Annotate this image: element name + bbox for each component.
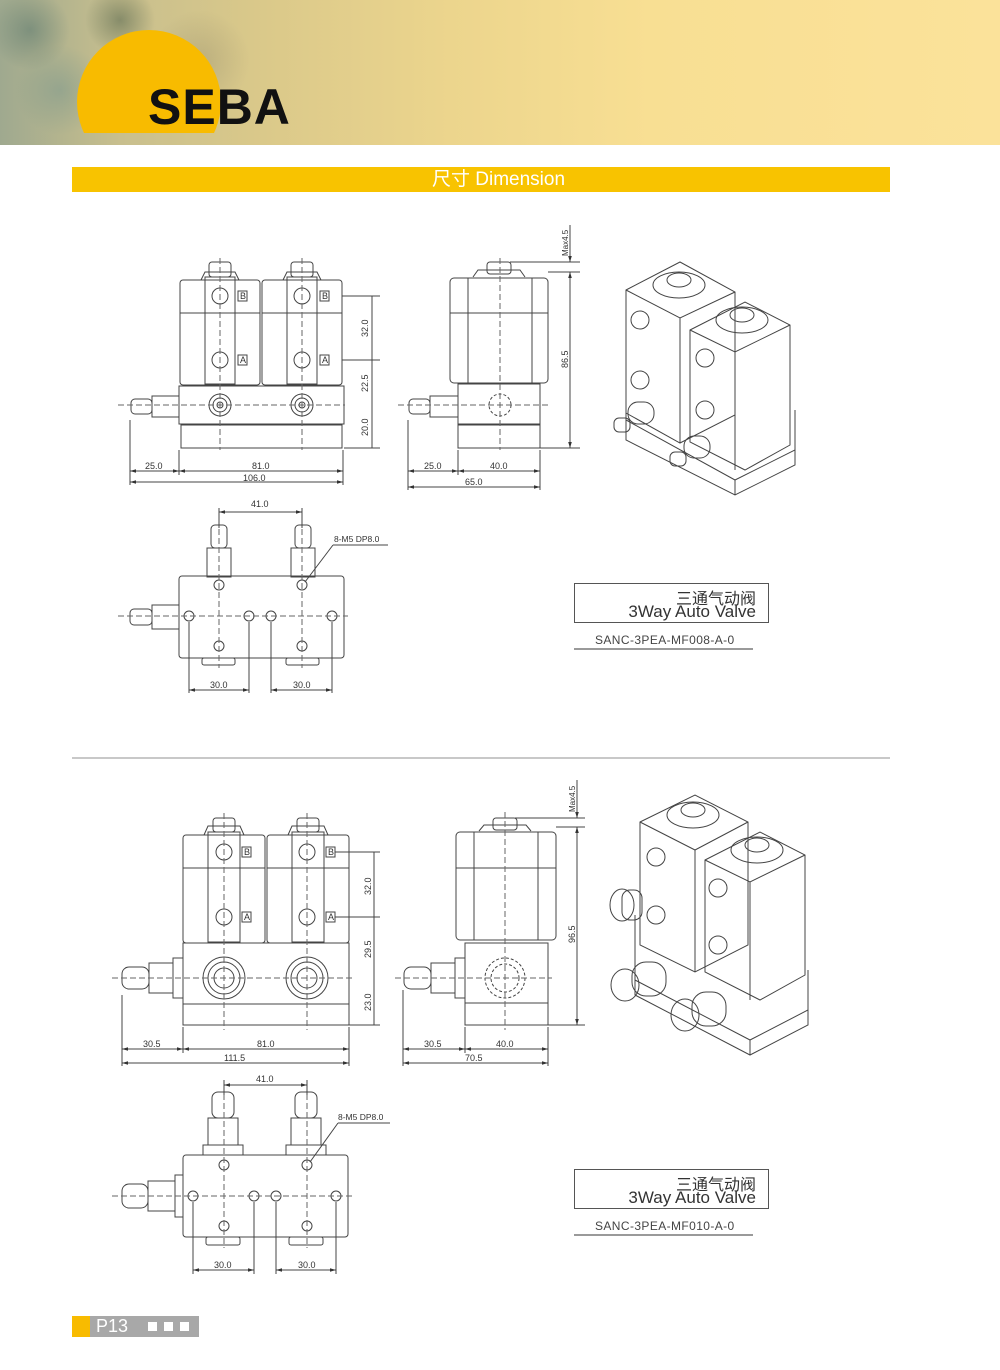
product-1-name-cn: 三通气动阀 [675,591,756,608]
dim-max-stroke: Max4.5 [561,229,570,256]
brand-logo: SEBA [148,79,291,135]
footer-accent [72,1316,90,1337]
side-view-1 [398,225,580,490]
product-1-drawings: B B A A 32.0 22.5 20.0 25.0 81.0 106.0 M… [118,225,796,693]
port-label-a: A [244,912,250,922]
dim-hole-pitch-left: 30.0 [210,680,228,690]
dim-side-body: 40.0 [490,461,508,471]
section-title: 尺寸 Dimension [432,169,566,190]
dim-port-pitch: 41.0 [256,1074,274,1084]
dim-a-to-center: 29.5 [363,940,373,958]
dim-b-to-a: 32.0 [360,319,370,337]
dim-hole-pitch-right: 30.0 [293,680,311,690]
page-footer: P13 [72,1316,199,1337]
product-2-name-en: 3Way Auto Valve [628,1188,756,1207]
product-2-part-number: SANC-3PEA-MF010-A-0 [595,1219,735,1233]
logo-sun-clip [0,0,1000,133]
port-label-a: A [240,355,246,365]
product-2-label-box: 三通气动阀 3Way Auto Valve [574,1169,769,1209]
dim-max-stroke: Max4.5 [568,785,577,812]
dim-overall: 106.0 [243,473,266,483]
dim-side-inlet: 25.0 [424,461,442,471]
dim-hole-pitch-right: 30.0 [298,1260,316,1270]
port-label-b: B [322,291,328,301]
dim-side-overall: 70.5 [465,1053,483,1063]
header-banner: SEBA [0,0,1000,145]
dim-b-to-a: 32.0 [363,877,373,895]
footer-square-icon [148,1322,157,1331]
dim-side-overall: 65.0 [465,477,483,487]
product-2-name-cn: 三通气动阀 [675,1177,756,1194]
part-number-underline [574,648,753,650]
dim-hole-pitch-left: 30.0 [214,1260,232,1270]
bottom-view-1 [118,508,388,693]
section-divider [72,757,890,759]
dim-center-to-bottom: 23.0 [363,993,373,1011]
dim-side-inlet: 30.5 [424,1039,442,1049]
page-number: P13 [96,1316,129,1336]
dim-inlet: 30.5 [143,1039,161,1049]
port-label-b: B [328,847,334,857]
dim-hole-spec: 8-M5 DP8.0 [338,1112,384,1122]
dim-body: 81.0 [257,1039,275,1049]
front-view-2 [112,813,380,1066]
part-number-underline [574,1234,753,1236]
dim-hole-spec: 8-M5 DP8.0 [334,534,380,544]
bottom-view-2 [112,1080,390,1274]
isometric-view-2 [609,794,809,1056]
port-label-b: B [240,291,246,301]
dim-body: 81.0 [252,461,270,471]
port-label-a: A [328,912,334,922]
dim-height: 86.5 [560,350,570,368]
product-1-part-number: SANC-3PEA-MF008-A-0 [595,633,735,647]
dim-overall: 111.5 [224,1053,245,1063]
product-1-name-en: 3Way Auto Valve [628,602,756,621]
port-label-a: A [322,355,328,365]
footer-square-icon [164,1322,173,1331]
dim-center-to-bottom: 20.0 [360,418,370,436]
port-label-b: B [244,847,250,857]
dim-height: 96.5 [567,925,577,943]
side-view-2 [395,780,585,1066]
isometric-view-1 [613,261,796,496]
dim-side-body: 40.0 [496,1039,514,1049]
section-title-bar: 尺寸 Dimension [72,167,890,192]
dim-port-pitch: 41.0 [251,499,269,509]
footer-square-icon [180,1322,189,1331]
front-view-1 [118,258,380,485]
product-1-label-box: 三通气动阀 3Way Auto Valve [574,583,769,623]
dim-inlet: 25.0 [145,461,163,471]
dim-a-to-center: 22.5 [360,374,370,392]
